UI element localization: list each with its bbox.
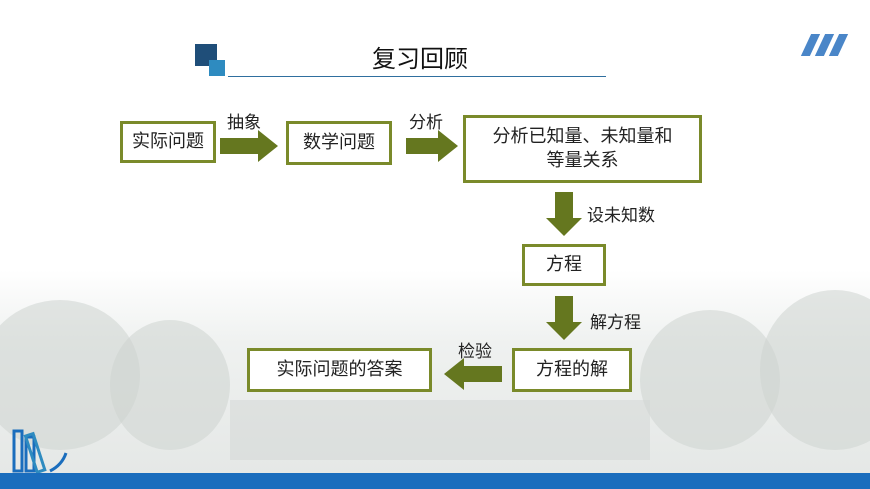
bottom-accent-bar: [0, 473, 870, 489]
page-title: 复习回顾: [372, 45, 468, 73]
background-tree: [110, 320, 230, 450]
edge-label-check: 检验: [458, 342, 492, 362]
edge-label-solve-equation: 解方程: [590, 313, 641, 333]
node-real-answer: 实际问题的答案: [247, 348, 432, 392]
background-building: [230, 400, 650, 460]
node-analyze: 分析已知量、未知量和 等量关系: [463, 115, 702, 183]
edge-label-abstract: 抽象: [227, 113, 261, 133]
edge-label-analyze: 分析: [409, 113, 443, 133]
node-real-problem: 实际问题: [120, 121, 216, 163]
node-math-problem: 数学问题: [286, 121, 392, 165]
books-icon: [12, 429, 68, 475]
node-equation: 方程: [522, 244, 606, 286]
background-tree: [760, 290, 870, 450]
arrow-check: [444, 358, 502, 390]
arrow-analyze: [406, 130, 458, 162]
node-analyze-line1: 分析已知量、未知量和: [492, 126, 673, 147]
arrow-abstract: [220, 130, 278, 162]
node-equation-solution: 方程的解: [512, 348, 632, 392]
header-logo-accent-icon: [209, 60, 225, 76]
header-underline: [228, 76, 606, 77]
node-analyze-line2: 等量关系: [546, 150, 619, 171]
edge-label-set-unknown: 设未知数: [587, 206, 655, 226]
arrow-solve-equation: [546, 296, 582, 340]
background-tree: [640, 310, 780, 450]
arrow-set-unknown: [546, 192, 582, 236]
